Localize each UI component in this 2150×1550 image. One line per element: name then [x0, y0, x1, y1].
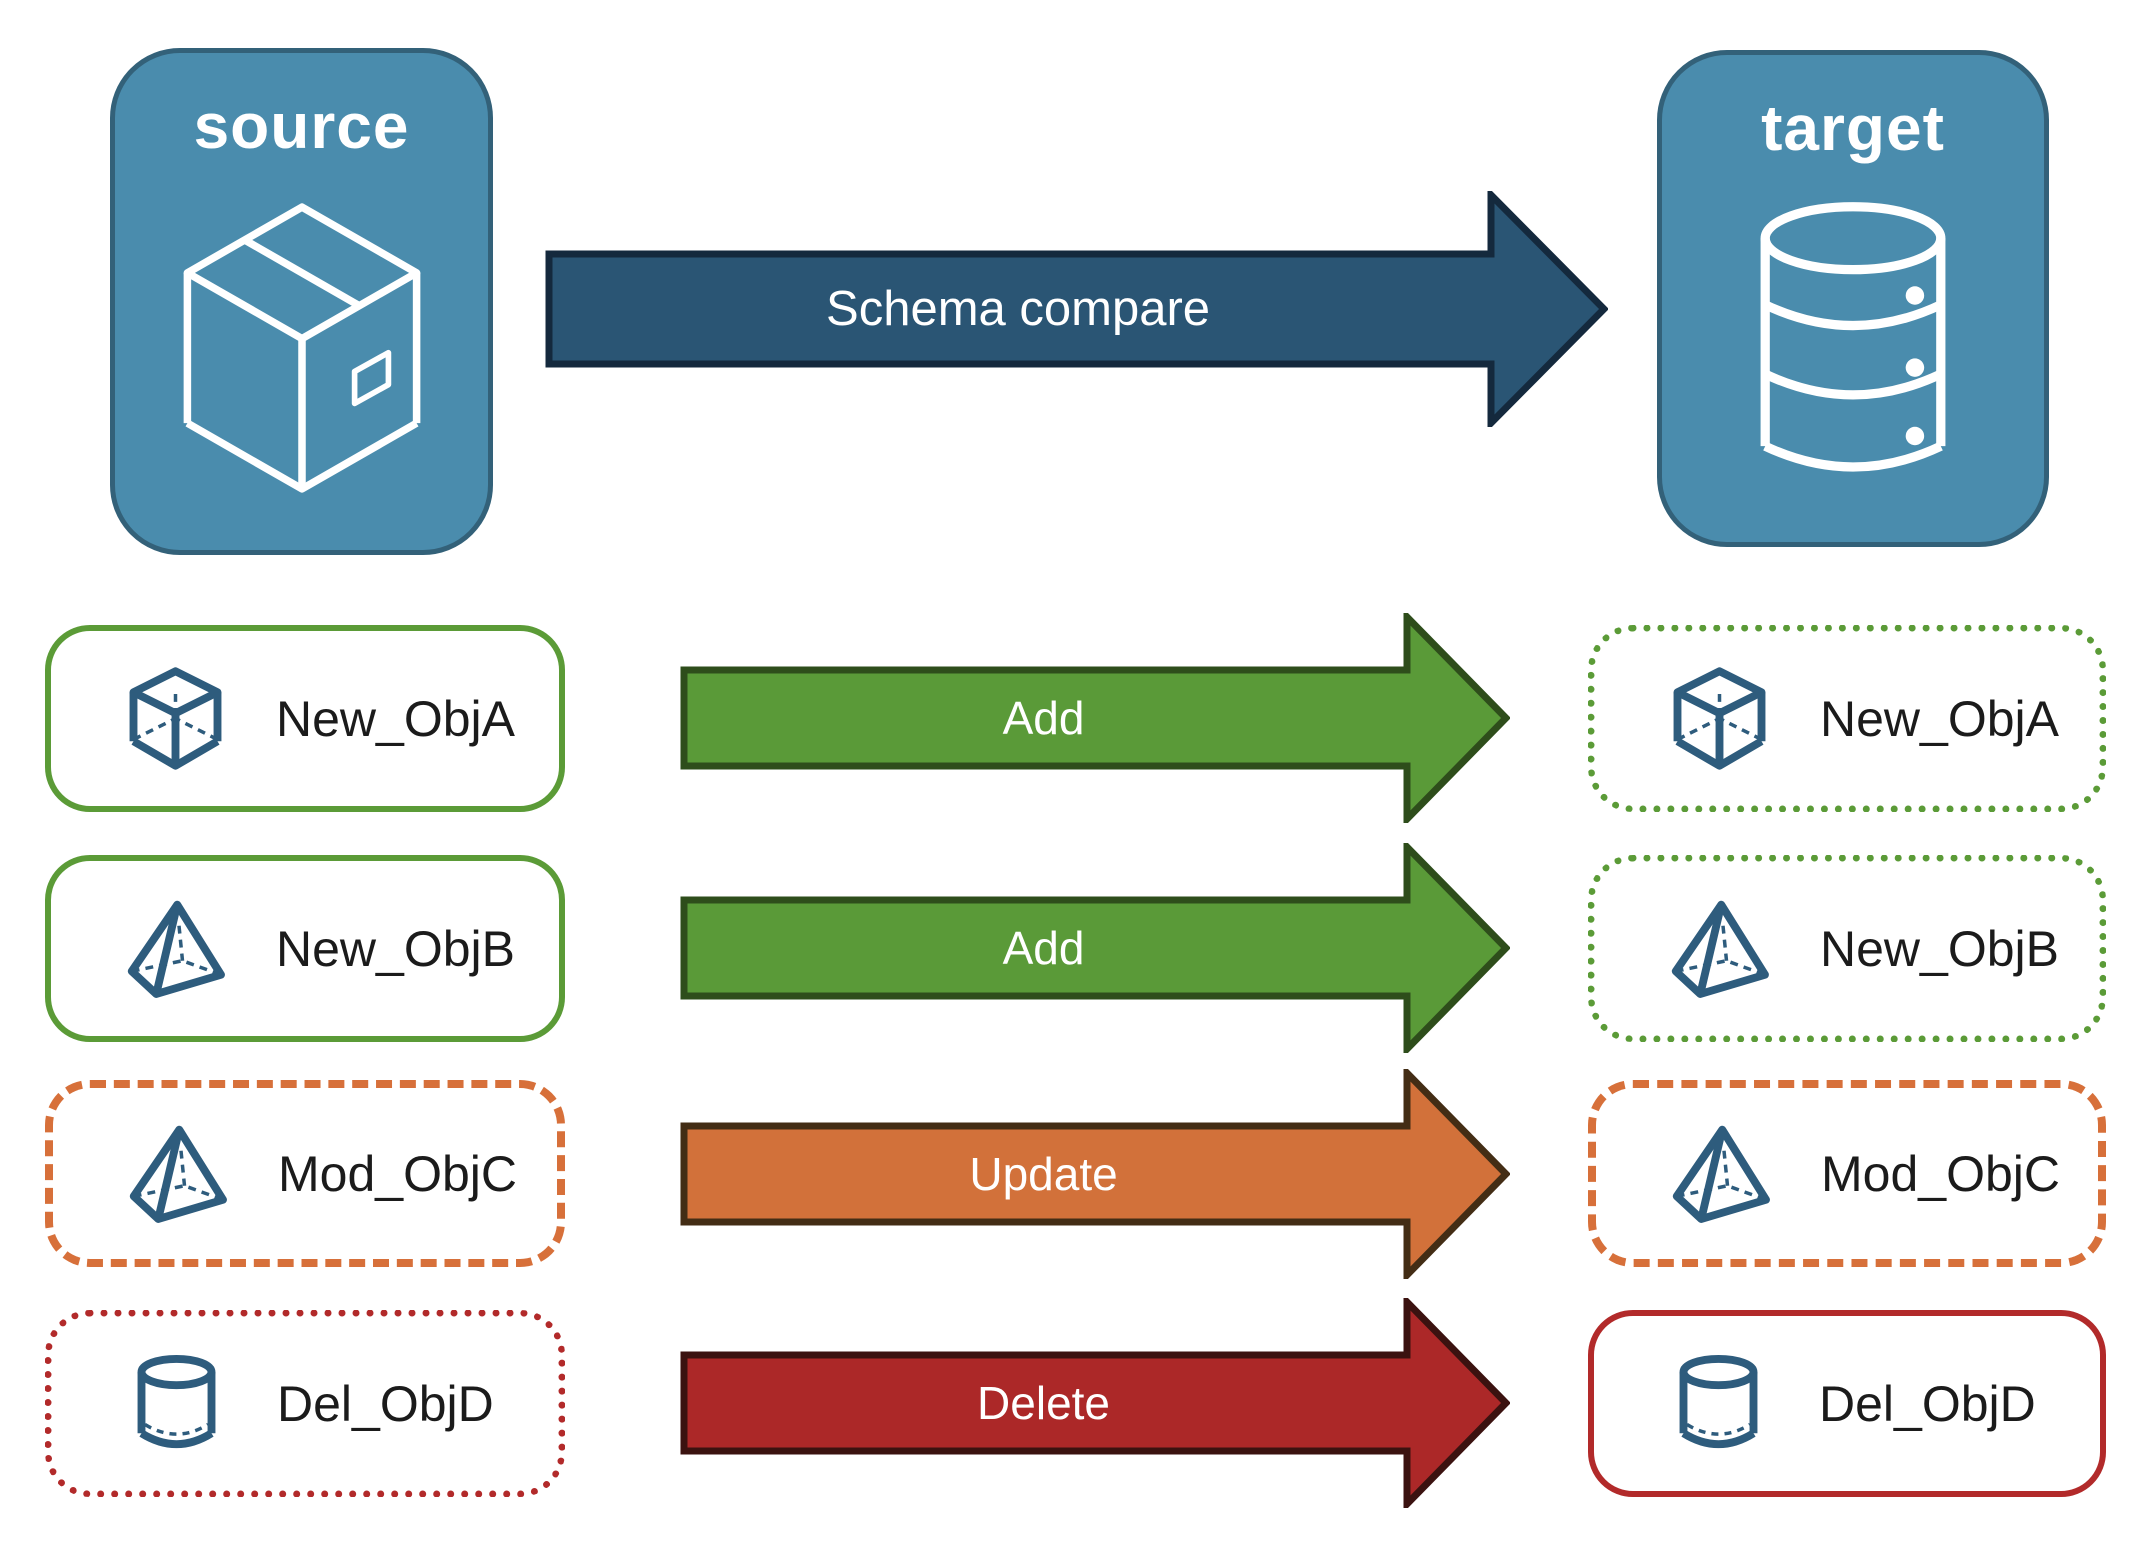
object-label: Del_ObjD [1819, 1375, 2036, 1432]
source-object-card-mod-objc: Mod_ObjC [45, 1080, 565, 1267]
schema-compare-arrow: Schema compare [545, 191, 1608, 427]
pyramid-icon [123, 894, 228, 1003]
source-object-card-new-obja: New_ObjA [45, 625, 565, 812]
object-label: Mod_ObjC [1821, 1145, 2060, 1202]
pyramid-icon [125, 1119, 230, 1228]
action-arrow-add: Add [680, 843, 1510, 1053]
package-icon [168, 163, 436, 550]
target-node: target [1657, 50, 2049, 547]
object-label: Mod_ObjC [278, 1145, 517, 1202]
schema-compare-label: Schema compare [826, 282, 1211, 336]
action-arrow-add: Add [680, 613, 1510, 823]
action-arrow-update: Update [680, 1069, 1510, 1279]
target-object-card-del-objd: Del_ObjD [1588, 1310, 2106, 1497]
database-icon [1740, 165, 1966, 542]
pyramid-icon [1668, 1119, 1773, 1228]
target-object-card-new-obja: New_ObjA [1588, 625, 2106, 812]
pyramid-icon [1667, 894, 1772, 1003]
source-object-card-new-objb: New_ObjB [45, 855, 565, 1042]
cylinder-icon [124, 1349, 229, 1458]
object-label: New_ObjA [276, 690, 515, 747]
cylinder-icon [1666, 1349, 1771, 1458]
target-object-card-new-objb: New_ObjB [1588, 855, 2106, 1042]
cube-icon [1667, 664, 1772, 773]
schema-compare-arrow-shape [545, 191, 1608, 427]
target-title: target [1761, 92, 1945, 164]
source-object-card-del-objd: Del_ObjD [45, 1310, 565, 1497]
target-object-card-mod-objc: Mod_ObjC [1588, 1080, 2106, 1267]
action-arrow-label: Add [1002, 922, 1085, 974]
action-arrow-label: Add [1002, 692, 1085, 744]
object-label: New_ObjA [1820, 690, 2059, 747]
source-title: source [193, 90, 410, 162]
action-arrow-delete: Delete [680, 1298, 1510, 1508]
source-node: source [110, 48, 493, 555]
action-arrow-label: Delete [977, 1377, 1111, 1429]
cube-icon [123, 664, 228, 773]
object-label: New_ObjB [276, 920, 515, 977]
action-arrow-label: Update [969, 1148, 1118, 1200]
object-label: Del_ObjD [277, 1375, 494, 1432]
object-label: New_ObjB [1820, 920, 2059, 977]
